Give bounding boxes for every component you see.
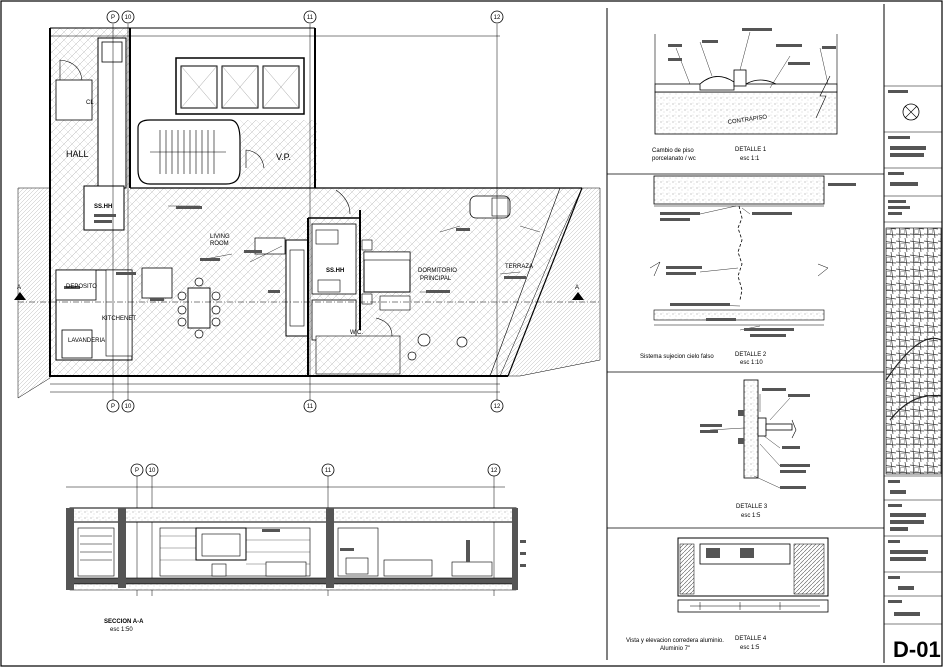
room-label-dormitorio: DORMITORIO [418,268,457,274]
section-scale: esc 1:50 [110,627,133,633]
section-grid-p: P [135,468,139,474]
room-label-living: LIVING [210,234,230,240]
grid-label-10-top: 10 [125,15,132,21]
section-marker-left: A [17,285,21,291]
detail-3-scale: esc 1:5 [741,513,761,519]
detail-2: Sistema sujecion cielo falso DETALLE 2 e… [640,175,856,366]
section-grid-11: 11 [325,468,332,474]
floor-plan: HALL V.P. LIVING ROOM SS.HH SS.HH KITCHE… [14,10,601,413]
detail-4-note-1: Vista y elevacion corredera aluminio. [626,638,724,644]
detail-2-note: Sistema sujecion cielo falso [640,354,714,360]
room-label-kitchenet: KITCHENET [102,316,136,322]
detail-4-title: DETALLE 4 [735,636,767,642]
room-label-principal: PRINCIPAL [420,276,452,282]
detail-1-note-2: porcelanato / wc [652,156,696,162]
room-label-hall: HALL [66,149,89,159]
detail-3: DETALLE 3 esc 1:5 [700,379,810,519]
location-map [885,227,942,475]
detail-4-scale: esc 1:5 [740,645,760,651]
detail-1: CONTRAPISO Cambio de piso porcelanato / … [652,28,838,162]
room-label-cl: CL [86,100,94,106]
room-label-deposito: DEPOSITO [66,284,97,290]
title-block: D-01 [884,85,942,662]
detail-4-note-2: Aluminio 7" [660,646,690,652]
grid-label-p-top: P [111,15,115,21]
room-label-lavanderia: LAVANDERIA [68,338,105,344]
section-grid-10: 10 [149,468,156,474]
grid-label-10-bottom: 10 [125,404,132,410]
room-label-room: ROOM [210,241,229,247]
section-a-a: P 10 11 12 [66,463,526,633]
room-label-vp: V.P. [276,152,291,162]
detail-3-title: DETALLE 3 [736,504,768,510]
sheet-code: D-01 [893,637,941,662]
room-label-terraza: TERRAZA [505,264,533,270]
grid-label-12-top: 12 [494,15,501,21]
detail-1-scale: esc 1:1 [740,156,760,162]
room-label-wc: W.C. [350,330,363,336]
detail-1-title: DETALLE 1 [735,147,767,153]
room-label-sshh-1: SS.HH [94,204,112,210]
detail-2-title: DETALLE 2 [735,352,767,358]
grid-label-11-bottom: 11 [307,404,314,410]
room-label-sshh-2: SS.HH [326,268,344,274]
grid-label-p-bottom: P [111,404,115,410]
detail-4: Vista y elevacion corredera aluminio. Al… [626,537,829,652]
grid-label-11-top: 11 [307,15,314,21]
section-title: SECCION A-A [104,619,144,625]
section-marker-right: A [575,285,579,291]
detail-2-scale: esc 1:10 [740,360,763,366]
grid-label-12-bottom: 12 [494,404,501,410]
detail-1-tag: CONTRAPISO [727,114,767,126]
detail-1-note-1: Cambio de piso [652,148,694,154]
section-grid-12: 12 [491,468,498,474]
